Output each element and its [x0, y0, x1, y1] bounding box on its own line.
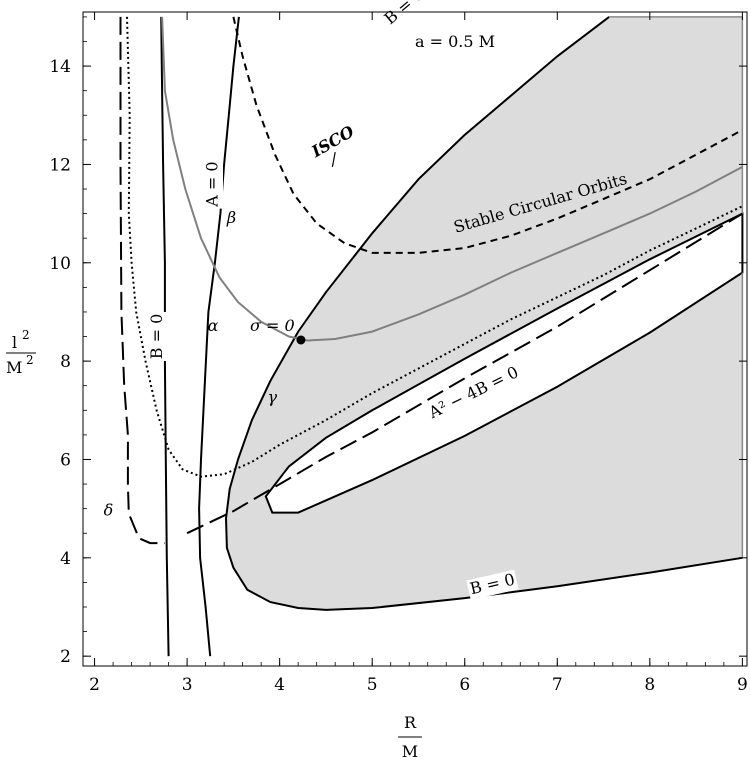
y-tick-label-2: 6 — [60, 450, 71, 470]
y-axis-label-denominator: M — [6, 358, 22, 377]
annotation-bg-3 — [203, 159, 223, 209]
series-line-1 — [198, 16, 240, 657]
annotation-text-5: β — [226, 208, 236, 227]
annotation-text-8: γ — [268, 388, 278, 407]
x-tick-label-7: 9 — [737, 675, 748, 695]
x-axis-label-denominator: M — [402, 742, 418, 761]
x-tick-label-1: 3 — [182, 675, 193, 695]
annotation-0: B = 0 — [379, 0, 430, 31]
annotation-9: δ — [104, 501, 114, 520]
annotation-bg-10 — [424, 362, 524, 425]
series-line-5 — [119, 16, 165, 545]
y-tick-label-3: 8 — [60, 352, 71, 372]
x-tick-label-2: 4 — [274, 675, 285, 695]
series-layer — [119, 16, 743, 657]
y-axis-label-numerator: l — [12, 333, 17, 352]
series-line-0 — [160, 16, 170, 657]
y-tick-label-5: 12 — [49, 155, 71, 175]
annotation-text-9: δ — [104, 501, 114, 520]
isco-arrow — [331, 152, 336, 168]
annotation-6: α — [208, 316, 219, 335]
y-tick-label-0: 2 — [60, 647, 71, 667]
series-line-2 — [232, 16, 743, 254]
y-tick-label-1: 4 — [60, 549, 71, 569]
boundary-b-zero-outer — [224, 16, 743, 611]
annotation-text-3: A = 0 — [203, 161, 222, 207]
annotation-text-7: σ = 0 — [250, 316, 295, 335]
x-axis-label-numerator: R — [404, 713, 417, 732]
annotation-7: σ = 0 — [250, 316, 295, 335]
x-tick-label-0: 2 — [89, 675, 100, 695]
annotation-8: γ — [268, 388, 278, 407]
x-tick-label-3: 5 — [367, 675, 378, 695]
annotation-text-4: B = 0 — [147, 314, 166, 360]
y-tick-label-6: 14 — [49, 57, 71, 77]
annotation-text-1: ISCO — [307, 122, 357, 162]
annotation-bg-4 — [147, 312, 168, 361]
x-tick-label-6: 8 — [644, 675, 655, 695]
y-tick-label-4: 10 — [49, 254, 71, 274]
x-tick-label-5: 7 — [552, 675, 563, 695]
x-tick-label-4: 6 — [459, 675, 470, 695]
annotation-3: A = 0 — [203, 159, 223, 209]
y-axis-label-numerator-exponent: 2 — [22, 328, 30, 342]
chart-title: a = 0.5 M — [415, 32, 495, 51]
annotation-1: ISCO — [307, 122, 357, 162]
annotation-5: β — [226, 208, 236, 227]
isco-point — [296, 335, 306, 345]
y-axis-label-denominator-exponent: 2 — [26, 353, 34, 367]
plot-frame — [82, 11, 748, 667]
annotation-4: B = 0 — [147, 312, 168, 361]
stable-region-fill — [226, 16, 743, 610]
series-line-3 — [161, 16, 743, 342]
annotation-text-6: α — [208, 316, 219, 335]
annotation-bg-0 — [379, 0, 430, 31]
stable-region-layer — [224, 16, 744, 611]
axes-layer: 2 3 4 5 6 7 8 9 2 4 6 8 10 12 14 — [49, 11, 748, 695]
boundary-discriminant — [264, 211, 744, 514]
annotation-bg-11 — [466, 569, 519, 601]
series-line-6 — [186, 212, 743, 535]
